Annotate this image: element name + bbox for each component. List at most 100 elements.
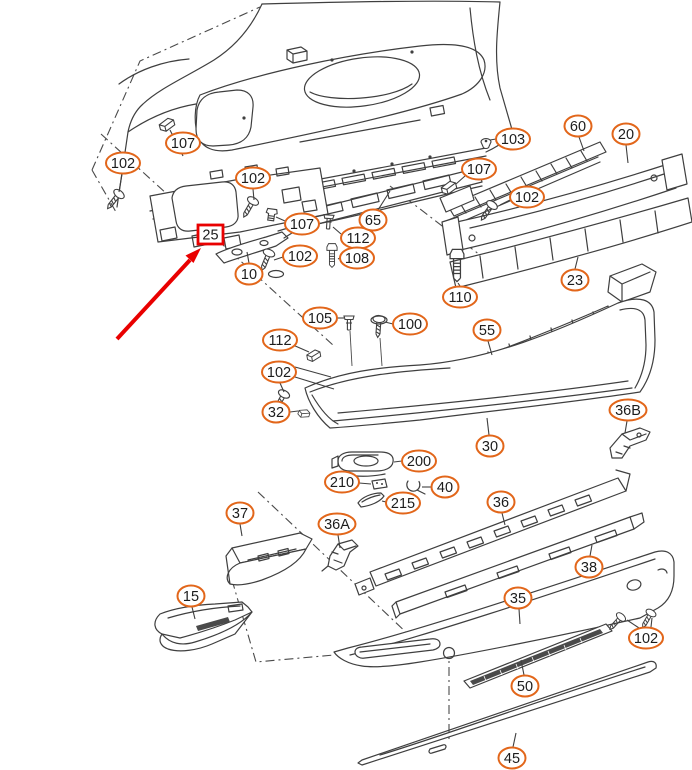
callout-label-32: 32 — [268, 405, 284, 421]
callout-ellipse-36A — [317, 512, 357, 536]
clip-36B — [609, 427, 651, 459]
callout-label-102: 102 — [634, 631, 658, 647]
clip-40 — [406, 480, 426, 495]
reinforcement-rail-38 — [391, 512, 645, 619]
leader-line — [457, 282, 461, 287]
callout-ellipse-102 — [282, 244, 318, 268]
callout-label-20: 20 — [618, 127, 634, 143]
callout-label-38: 38 — [581, 560, 597, 576]
callout-ellipse-102 — [509, 185, 545, 209]
callout-label-102: 102 — [288, 249, 312, 265]
callout-ellipse-102 — [105, 151, 141, 175]
leader-line — [455, 175, 466, 185]
callout-label-65: 65 — [365, 213, 381, 229]
callout-label-45: 45 — [504, 751, 520, 767]
callout-ellipse-30 — [475, 434, 505, 458]
callout-label-103: 103 — [501, 132, 525, 148]
clip-112-b — [305, 348, 322, 363]
leader-line — [239, 523, 243, 537]
callout-label-102: 102 — [241, 171, 265, 187]
clip-107-a — [157, 116, 177, 134]
step-pad-50 — [463, 623, 613, 689]
leader-line — [294, 376, 335, 390]
callout-ellipse-35 — [503, 586, 533, 610]
leader-line — [358, 482, 372, 485]
callout-ellipse-40 — [430, 475, 460, 499]
leader-line — [487, 340, 493, 356]
callout-ellipse-215 — [385, 491, 421, 515]
leader-line — [384, 321, 394, 325]
callout-label-102: 102 — [267, 365, 291, 381]
callout-ellipse-50 — [510, 674, 540, 698]
callout-ellipse-23 — [560, 268, 590, 292]
leader-line — [624, 420, 628, 434]
grommet-103 — [480, 138, 492, 150]
leader-line — [377, 190, 391, 211]
leader-line — [279, 382, 285, 393]
screw-100 — [371, 314, 386, 339]
leader-line — [518, 608, 521, 625]
lower-valance-35 — [333, 550, 675, 668]
rivet-105 — [343, 315, 355, 331]
leader-line — [332, 226, 342, 235]
callout-ellipse-15 — [176, 584, 206, 608]
callout-ellipse-38 — [574, 555, 604, 579]
callout-ellipse-112 — [262, 328, 298, 352]
callout-label-107: 107 — [467, 162, 491, 178]
callout-ellipse-110 — [442, 285, 478, 309]
callout-label-40: 40 — [437, 480, 453, 496]
callout-ellipse-100 — [392, 312, 428, 336]
callout-label-108: 108 — [345, 251, 369, 267]
leader-line — [275, 216, 286, 222]
callout-ellipse-103 — [495, 127, 531, 151]
leader-line — [512, 732, 517, 748]
callout-label-200: 200 — [407, 454, 431, 470]
guide-line-105 — [349, 330, 353, 367]
callout-label-102: 102 — [515, 190, 539, 206]
callout-label-100: 100 — [398, 317, 422, 333]
leader-line — [589, 544, 593, 557]
callout-ellipse-10 — [234, 262, 264, 286]
leader-line — [489, 138, 497, 141]
callout-label-50: 50 — [517, 679, 533, 695]
callout-ellipse-36B — [608, 398, 648, 422]
callout-ellipse-102 — [235, 166, 271, 190]
highlight-arrow — [115, 258, 192, 341]
washer-102-c — [267, 269, 285, 279]
highlight-arrow-head — [185, 248, 201, 263]
callout-ellipse-65 — [358, 208, 388, 232]
leader-line — [486, 417, 490, 436]
leader-line — [578, 136, 585, 152]
callout-ellipse-107 — [461, 157, 497, 181]
spoiler-strip-45 — [357, 660, 657, 766]
highlight-box — [196, 223, 225, 246]
callout-ellipse-102 — [628, 626, 664, 650]
callout-label-15: 15 — [183, 589, 199, 605]
callout-label-60: 60 — [570, 119, 586, 135]
callout-label-107: 107 — [171, 136, 195, 152]
mounting-rail-36 — [354, 469, 631, 596]
bracket-36A — [321, 539, 359, 572]
leader-line — [574, 256, 579, 270]
callout-label-30: 30 — [482, 439, 498, 455]
impact-absorber-23 — [449, 197, 692, 303]
leader-line — [292, 344, 310, 353]
leader-line — [273, 256, 284, 261]
leader-line — [294, 366, 332, 378]
callout-ellipse-107 — [165, 131, 201, 155]
callout-ellipse-102 — [261, 360, 297, 384]
callout-ellipse-108 — [339, 246, 375, 270]
callout-ellipse-37 — [225, 501, 255, 525]
highlight-label: 25 — [202, 228, 218, 244]
callout-ellipse-55 — [472, 318, 502, 342]
callout-label-102: 102 — [111, 156, 135, 172]
guide-line-100 — [379, 337, 383, 367]
bracket-37 — [225, 532, 313, 586]
callout-ellipse-32 — [261, 400, 291, 424]
leader-line — [289, 410, 299, 413]
callout-label-36B: 36B — [615, 403, 641, 419]
bumper-cover-30 — [304, 298, 656, 429]
